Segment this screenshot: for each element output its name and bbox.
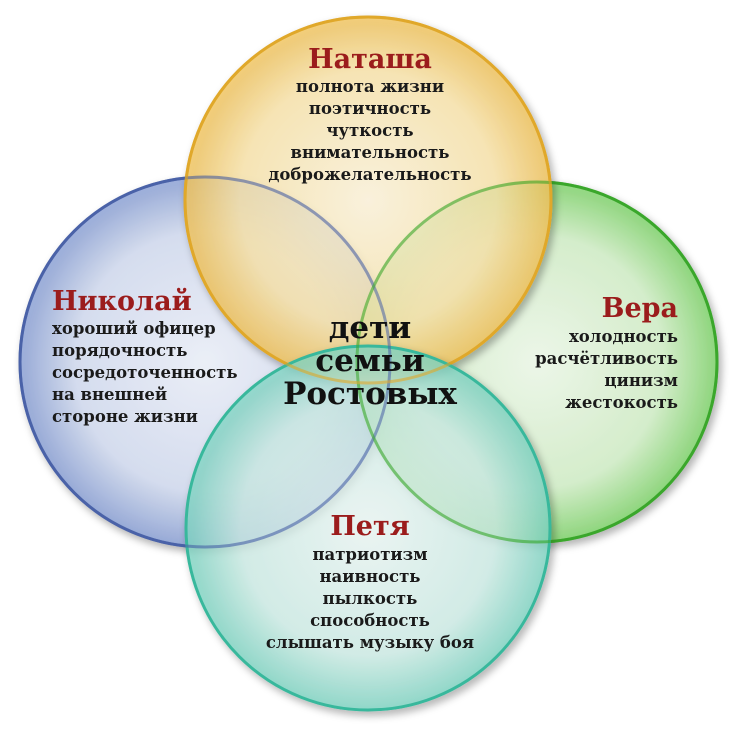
- natasha-traits: полнота жизни поэтичность чуткость внима…: [0, 76, 740, 186]
- petya-name: Петя: [330, 511, 410, 542]
- natasha-trait: поэтичность: [308, 99, 432, 118]
- nikolai-trait: хороший офицер: [52, 319, 216, 338]
- natasha-trait: полнота жизни: [295, 77, 445, 96]
- vera-trait: жестокость: [565, 393, 678, 412]
- vera-name: Вера: [601, 293, 678, 324]
- center-line: дети: [328, 310, 412, 346]
- nikolai-trait: сосредоточенность: [52, 363, 238, 382]
- center-line: семьи: [315, 343, 425, 379]
- nikolai-trait: стороне жизни: [52, 407, 198, 426]
- vera-trait: холодность: [568, 327, 678, 346]
- petya-circle: [184, 344, 552, 712]
- petya-trait: наивность: [319, 567, 421, 586]
- petya-trait: пылкость: [322, 589, 418, 608]
- petya-traits: патриотизм наивность пылкость способност…: [0, 544, 740, 654]
- natasha-trait: чуткость: [326, 121, 414, 140]
- nikolai-traits: хороший офицер порядочность сосредоточен…: [52, 318, 238, 428]
- vera-trait: расчётливость: [535, 349, 678, 368]
- petya-trait: слышать музыку боя: [265, 633, 475, 652]
- center-title: дети семьи Ростовых: [0, 312, 740, 411]
- nikolai-trait: порядочность: [52, 341, 188, 360]
- petya-trait: патриотизм: [312, 545, 428, 564]
- natasha-trait: доброжелательность: [268, 165, 472, 184]
- vera-trait: цинизм: [604, 371, 678, 390]
- vera-traits: холодность расчётливость цинизм жестокос…: [535, 326, 678, 414]
- nikolai-name: Николай: [52, 286, 192, 317]
- nikolai-trait: на внешней: [52, 385, 168, 404]
- center-line: Ростовых: [283, 376, 457, 412]
- petya-trait: способность: [310, 611, 430, 630]
- natasha-trait: внимательность: [290, 143, 450, 162]
- natasha-name: Наташа: [308, 44, 432, 75]
